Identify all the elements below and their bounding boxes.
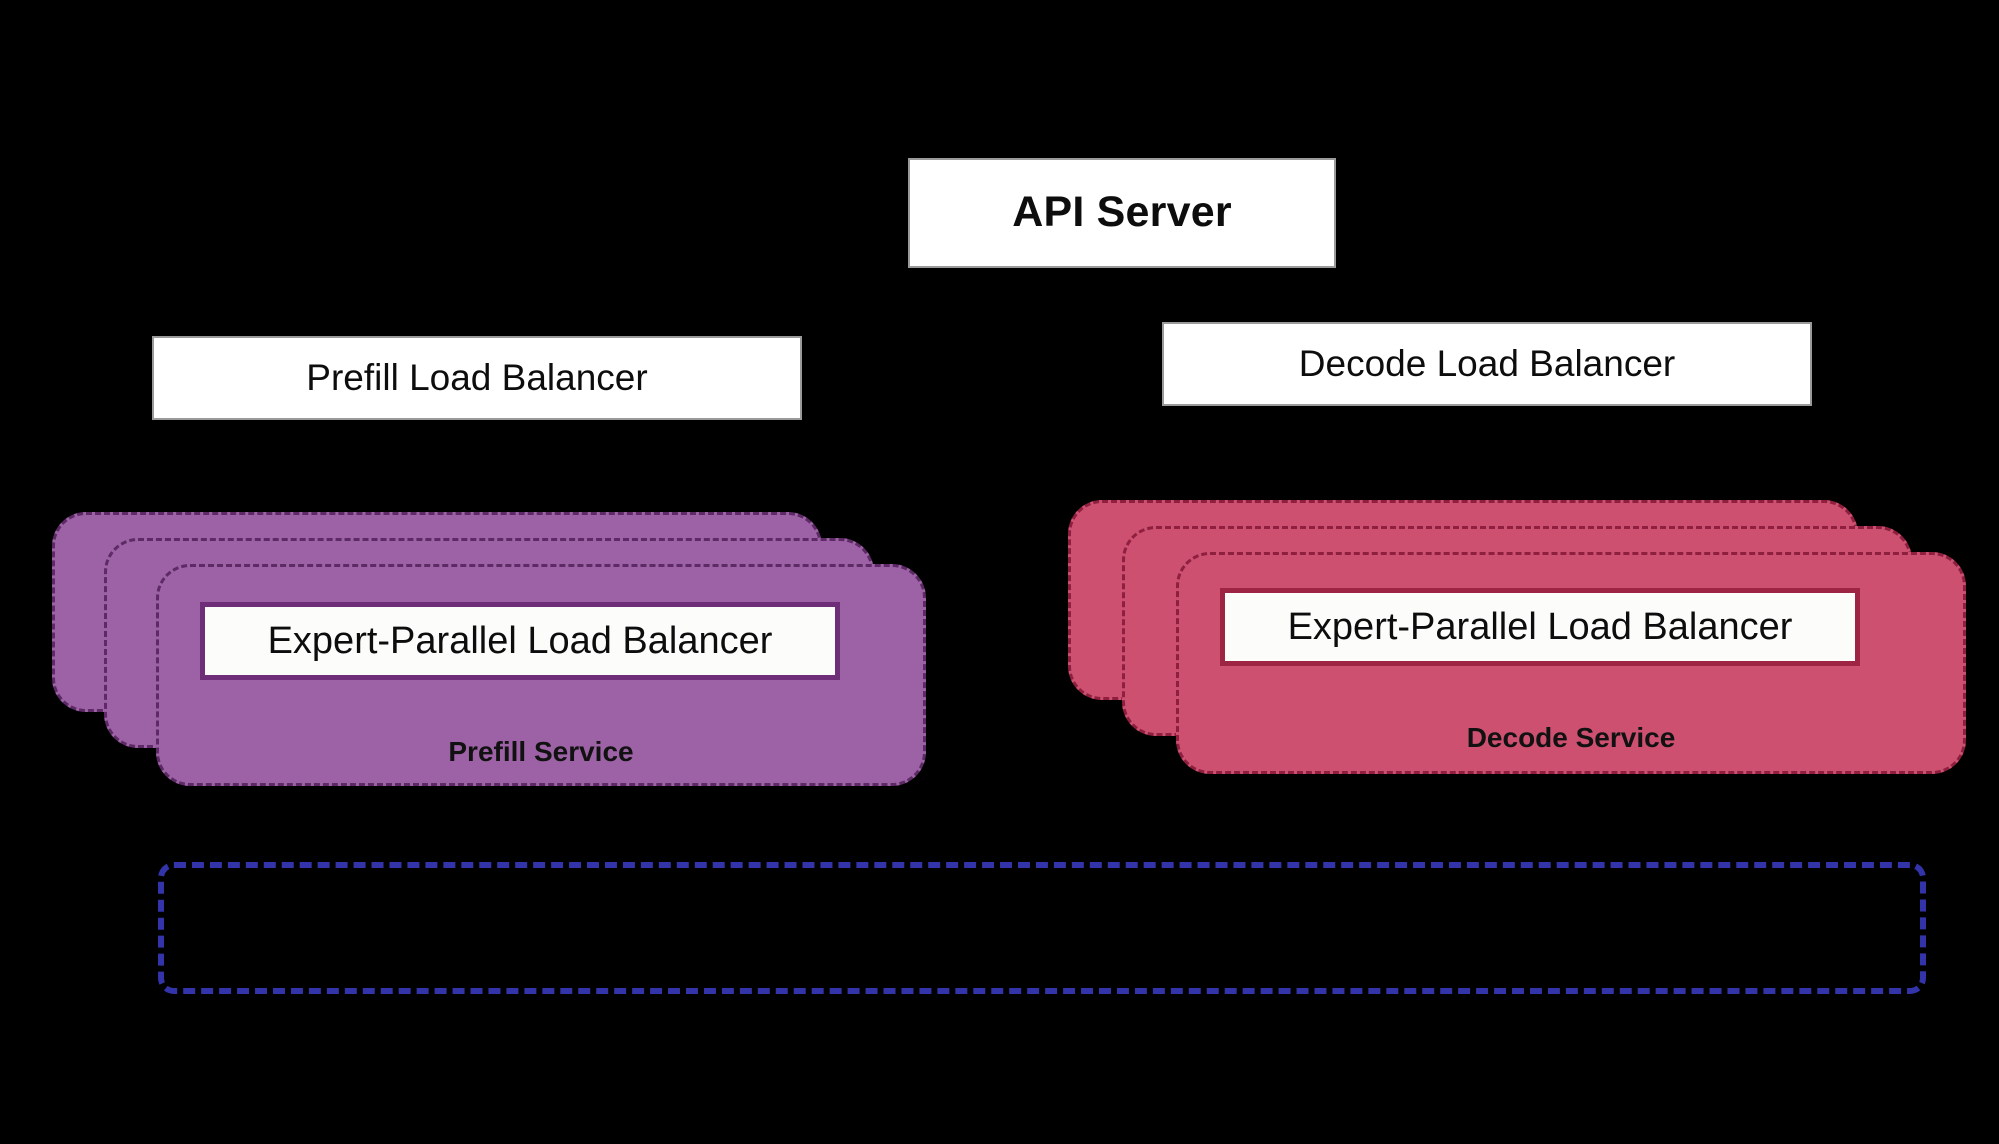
prefill-service-label: Prefill Service: [448, 736, 634, 767]
prefill-expert-parallel-load-balancer[interactable]: Expert-Parallel Load Balancer: [200, 602, 840, 680]
decode-load-balancer-node[interactable]: Decode Load Balancer: [1162, 322, 1812, 406]
api-server-node[interactable]: API Server: [908, 158, 1336, 268]
edge-api-to-prefill-lb: [462, 213, 908, 334]
prefill-load-balancer-node[interactable]: Prefill Load Balancer: [152, 336, 802, 420]
bottom-dashed-container[interactable]: [158, 862, 1926, 994]
decode-expert-parallel-load-balancer[interactable]: Expert-Parallel Load Balancer: [1220, 588, 1860, 666]
decode-service-label: Decode Service: [1466, 722, 1676, 753]
prefill-service-stack: Expert-Parallel Load Balancer Prefill Se…: [52, 512, 926, 786]
decode-service-stack: Expert-Parallel Load Balancer Decode Ser…: [1068, 500, 1966, 774]
bottom-container-label: [164, 868, 1920, 988]
